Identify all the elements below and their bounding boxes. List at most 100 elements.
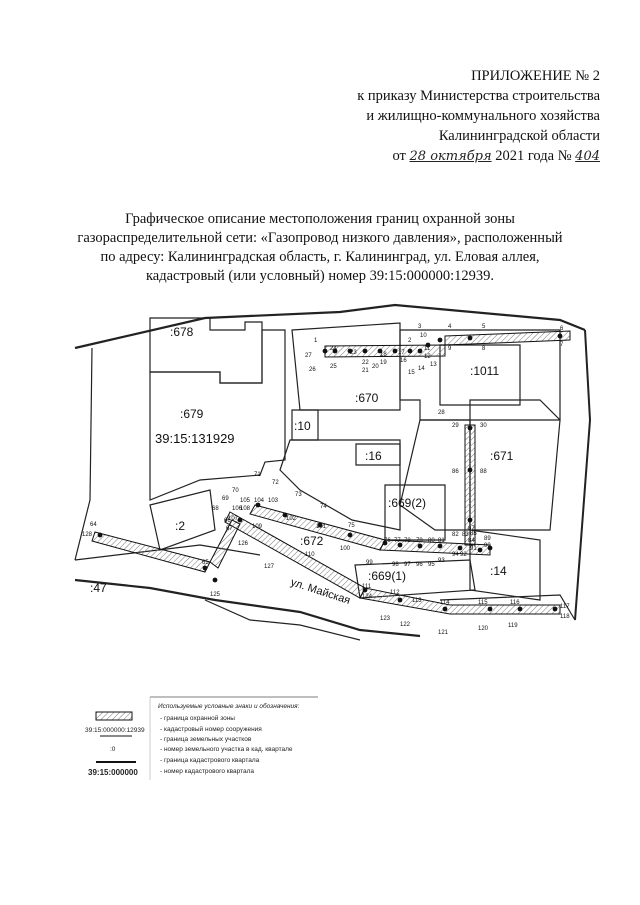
svg-text:103: 103 bbox=[268, 498, 279, 504]
svg-text:82: 82 bbox=[452, 532, 459, 538]
legend-item-2: - кадастровый номер сооружения bbox=[160, 725, 262, 733]
svg-text:4: 4 bbox=[448, 324, 452, 330]
svg-text:124: 124 bbox=[362, 594, 373, 600]
svg-text:24: 24 bbox=[330, 346, 337, 352]
quarter-boundary bbox=[74, 303, 586, 350]
svg-text:109: 109 bbox=[252, 524, 263, 530]
title-line3: по адресу: Калининградская область, г. К… bbox=[100, 249, 540, 265]
svg-text:87: 87 bbox=[468, 526, 475, 532]
svg-text:84: 84 bbox=[468, 538, 475, 544]
svg-text:9: 9 bbox=[448, 346, 452, 352]
year-text: 2021 года № bbox=[495, 148, 572, 164]
title-line4: кадастровый (или условный) номер 39:15:0… bbox=[145, 268, 495, 284]
svg-text:81: 81 bbox=[438, 538, 445, 544]
svg-text:100: 100 bbox=[340, 546, 351, 552]
appendix-date-line: от 28 октября 2021 года № 404 bbox=[300, 146, 601, 167]
svg-text:25: 25 bbox=[330, 364, 337, 370]
legend-item-6: - номер кадастрового квартала bbox=[160, 768, 254, 775]
handwritten-date: 28 октября bbox=[409, 149, 492, 164]
svg-text:77: 77 bbox=[394, 538, 401, 544]
legend-item-4: - номер земельного участка в кад. кварта… bbox=[160, 746, 293, 753]
svg-text:64: 64 bbox=[90, 522, 97, 528]
svg-text:23: 23 bbox=[350, 350, 357, 356]
parcel-boundaries bbox=[74, 317, 576, 641]
svg-text:15: 15 bbox=[408, 370, 415, 376]
svg-text:111: 111 bbox=[362, 584, 372, 590]
svg-text:6: 6 bbox=[560, 326, 564, 332]
svg-text:126: 126 bbox=[238, 541, 249, 547]
svg-text:89: 89 bbox=[484, 536, 491, 542]
svg-text:108: 108 bbox=[240, 506, 251, 512]
svg-text:127: 127 bbox=[264, 564, 275, 570]
title-line1: Графическое описание местоположения гран… bbox=[125, 211, 515, 227]
svg-text:66: 66 bbox=[224, 518, 231, 524]
date-prefix: от bbox=[392, 148, 406, 164]
protected-zone bbox=[91, 330, 571, 615]
svg-text:116: 116 bbox=[510, 600, 520, 606]
legend-item-1: - граница охранной зоны bbox=[160, 714, 235, 722]
parcel-669-2: :669(2) bbox=[388, 496, 426, 510]
svg-text:101: 101 bbox=[316, 524, 327, 530]
svg-text:14: 14 bbox=[418, 366, 425, 372]
svg-text:67: 67 bbox=[226, 526, 233, 532]
svg-text:113: 113 bbox=[412, 598, 422, 604]
svg-text:22: 22 bbox=[362, 360, 369, 366]
svg-text:78: 78 bbox=[404, 538, 411, 544]
svg-text:20: 20 bbox=[372, 364, 379, 370]
svg-text:16: 16 bbox=[400, 358, 407, 364]
svg-text:65: 65 bbox=[202, 560, 209, 566]
legend-item-3: - граница земельных участков bbox=[160, 736, 252, 743]
parcel-669-1: :669(1) bbox=[368, 569, 406, 583]
svg-text:69: 69 bbox=[222, 496, 229, 502]
legend-symbol-4: :0 bbox=[110, 746, 116, 753]
svg-text:30: 30 bbox=[480, 423, 487, 429]
svg-text:115: 115 bbox=[478, 600, 488, 606]
svg-text:1: 1 bbox=[314, 338, 318, 344]
svg-text:110: 110 bbox=[305, 552, 315, 558]
appendix-header: ПРИЛОЖЕНИЕ № 2 к приказу Министерства ст… bbox=[300, 66, 600, 167]
svg-text:7: 7 bbox=[560, 342, 564, 348]
legend-symbol-6: 39:15:000000 bbox=[88, 768, 138, 777]
parcel-672: :672 bbox=[300, 534, 324, 548]
svg-text:72: 72 bbox=[272, 480, 279, 486]
svg-text:73: 73 bbox=[295, 492, 302, 498]
svg-text:68: 68 bbox=[212, 506, 219, 512]
legend-symbols bbox=[95, 696, 318, 780]
legend: Используемые условные знаки и обозначени… bbox=[85, 702, 300, 777]
svg-text:3: 3 bbox=[418, 324, 422, 330]
svg-text:95: 95 bbox=[428, 562, 435, 568]
svg-text:88: 88 bbox=[480, 469, 487, 475]
svg-text:83: 83 bbox=[462, 532, 469, 538]
svg-text:10: 10 bbox=[420, 333, 427, 339]
svg-text:18: 18 bbox=[380, 352, 387, 358]
svg-text:5: 5 bbox=[482, 324, 486, 330]
svg-text:79: 79 bbox=[416, 538, 423, 544]
svg-text:96: 96 bbox=[416, 562, 423, 568]
parcel-14: :14 bbox=[490, 564, 507, 578]
quarter-boundary-south bbox=[74, 578, 421, 638]
svg-text:104: 104 bbox=[254, 498, 265, 504]
svg-text:29: 29 bbox=[452, 423, 459, 429]
svg-text:93: 93 bbox=[438, 558, 445, 564]
svg-text:91: 91 bbox=[470, 546, 477, 552]
svg-text:99: 99 bbox=[366, 560, 373, 566]
parcel-678: :678 bbox=[170, 325, 194, 339]
legend-item-5: - граница кадастрового квартала bbox=[160, 757, 260, 764]
svg-text:80: 80 bbox=[428, 538, 435, 544]
survey-points bbox=[97, 333, 563, 612]
parcel-10: :10 bbox=[294, 419, 311, 433]
svg-text:119: 119 bbox=[508, 623, 518, 629]
svg-text:94: 94 bbox=[452, 552, 459, 558]
point-labels: 1 2 3 4 5 6 7 8 9 10 11 12 13 14 15 16 1… bbox=[82, 324, 570, 636]
parcel-47: :47 bbox=[90, 581, 107, 595]
svg-text:107: 107 bbox=[228, 516, 239, 522]
svg-text:121: 121 bbox=[438, 630, 449, 636]
svg-text:114: 114 bbox=[440, 600, 450, 606]
legend-symbol-2: 39:15:000000:12939 bbox=[85, 727, 145, 734]
svg-text:92: 92 bbox=[460, 552, 467, 558]
legend-header: Используемые условные знаки и обозначени… bbox=[158, 702, 300, 710]
svg-text:105: 105 bbox=[240, 498, 251, 504]
svg-text:27: 27 bbox=[305, 353, 312, 359]
parcel-670: :670 bbox=[355, 391, 379, 405]
